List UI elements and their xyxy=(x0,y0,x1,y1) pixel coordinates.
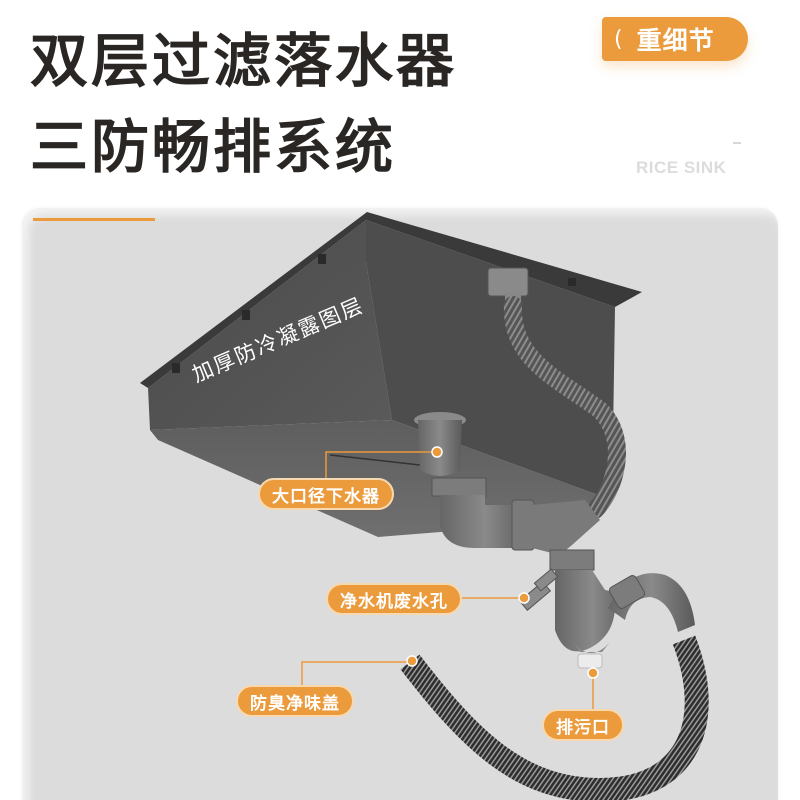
page-title-line-1: 双层过滤落水器 xyxy=(30,27,458,95)
callout-odor-cap: 防臭净味盖 xyxy=(236,685,354,717)
callout-purifier-outlet: 净水机废水孔 xyxy=(326,583,462,615)
callout-strainer: 大口径下水器 xyxy=(258,478,394,510)
accent-divider xyxy=(33,218,155,221)
page-title-line-2: 三防畅排系统 xyxy=(30,113,397,181)
bracket-icon: ( xyxy=(614,26,623,52)
brand-watermark: RICE SINK xyxy=(636,158,727,177)
detail-tag-label: 重细节 xyxy=(636,26,715,55)
detail-tag-button[interactable]: ( 重细节 xyxy=(602,17,748,61)
brand-decoration xyxy=(733,142,741,144)
callout-clean-out: 排污口 xyxy=(542,709,624,741)
